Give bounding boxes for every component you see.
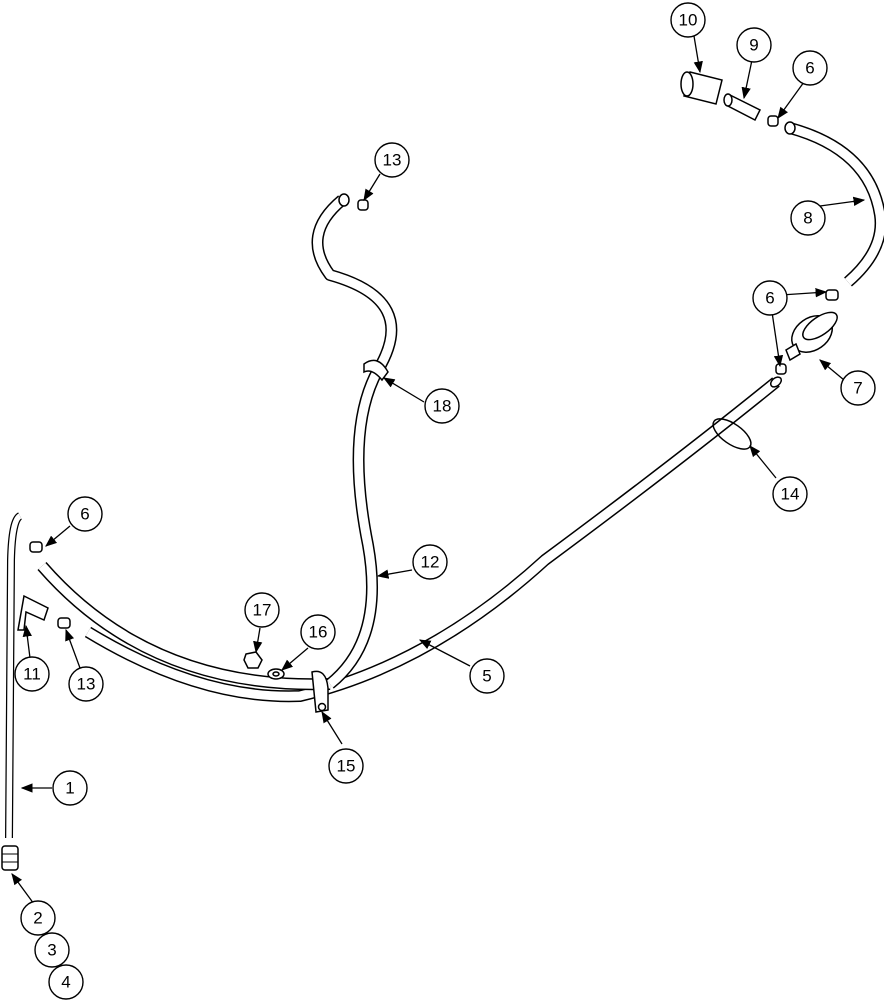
callout-12: 12 — [412, 544, 448, 580]
part-6-clamp-filter-top — [825, 289, 839, 301]
svg-text:9: 9 — [749, 36, 758, 55]
callout-3: 3 — [34, 932, 70, 968]
callout-13-top: 13 — [374, 142, 410, 178]
part-2-fitting — [1, 845, 19, 871]
callout-6-left: 6 — [67, 496, 103, 532]
hose-1 — [5, 512, 23, 839]
svg-text:6: 6 — [765, 289, 774, 308]
svg-text:17: 17 — [253, 601, 272, 620]
svg-text:1: 1 — [65, 779, 74, 798]
part-13-clamp-left — [57, 617, 71, 629]
hose-5 — [84, 376, 783, 703]
part-17-nut — [243, 651, 263, 669]
callout-2: 2 — [20, 900, 56, 936]
callout-4: 4 — [48, 964, 84, 1000]
svg-text:7: 7 — [853, 379, 862, 398]
callout-7: 7 — [840, 370, 876, 406]
svg-text:2: 2 — [33, 909, 42, 928]
svg-text:13: 13 — [77, 675, 96, 694]
leader-lines — [11, 35, 866, 905]
hose-8 — [784, 121, 884, 287]
svg-text:12: 12 — [421, 553, 440, 572]
svg-text:10: 10 — [679, 11, 698, 30]
callout-6-top: 6 — [792, 50, 828, 86]
callout-13-left: 13 — [68, 666, 104, 702]
callout-9: 9 — [736, 27, 772, 63]
callout-11: 11 — [14, 656, 50, 692]
part-16-washer — [267, 668, 285, 680]
part-18-clamp — [363, 359, 389, 382]
callout-15: 15 — [328, 748, 364, 784]
svg-text:6: 6 — [80, 505, 89, 524]
callout-14: 14 — [772, 476, 808, 512]
callout-18: 18 — [424, 388, 460, 424]
svg-text:3: 3 — [47, 941, 56, 960]
svg-text:16: 16 — [309, 623, 328, 642]
part-6-clamp-left — [29, 541, 43, 553]
part-7-filter — [785, 311, 838, 362]
svg-text:13: 13 — [383, 151, 402, 170]
part-6-clamp-filter-bottom — [775, 363, 787, 375]
callout-1: 1 — [52, 770, 88, 806]
hose-lower-secondary — [37, 562, 331, 691]
callout-5: 5 — [469, 658, 505, 694]
part-6-clamp-top — [767, 115, 779, 127]
svg-text:15: 15 — [337, 757, 356, 776]
callout-10: 10 — [670, 2, 706, 38]
callout-17: 17 — [244, 592, 280, 628]
callout-6-filter: 6 — [752, 280, 788, 316]
svg-text:8: 8 — [803, 209, 812, 228]
part-13-clamp-top — [357, 199, 369, 211]
part-11-elbow — [17, 594, 49, 631]
svg-text:4: 4 — [61, 973, 70, 992]
svg-text:18: 18 — [433, 397, 452, 416]
svg-text:14: 14 — [781, 485, 800, 504]
part-15-clamp — [311, 670, 329, 713]
svg-text:11: 11 — [23, 665, 41, 684]
callout-16: 16 — [300, 614, 336, 650]
part-10-connector — [680, 71, 723, 105]
svg-text:6: 6 — [805, 59, 814, 78]
hose-12 — [311, 193, 398, 689]
callout-8: 8 — [790, 200, 826, 236]
svg-text:5: 5 — [482, 667, 491, 686]
part-9-fitting — [723, 93, 762, 122]
